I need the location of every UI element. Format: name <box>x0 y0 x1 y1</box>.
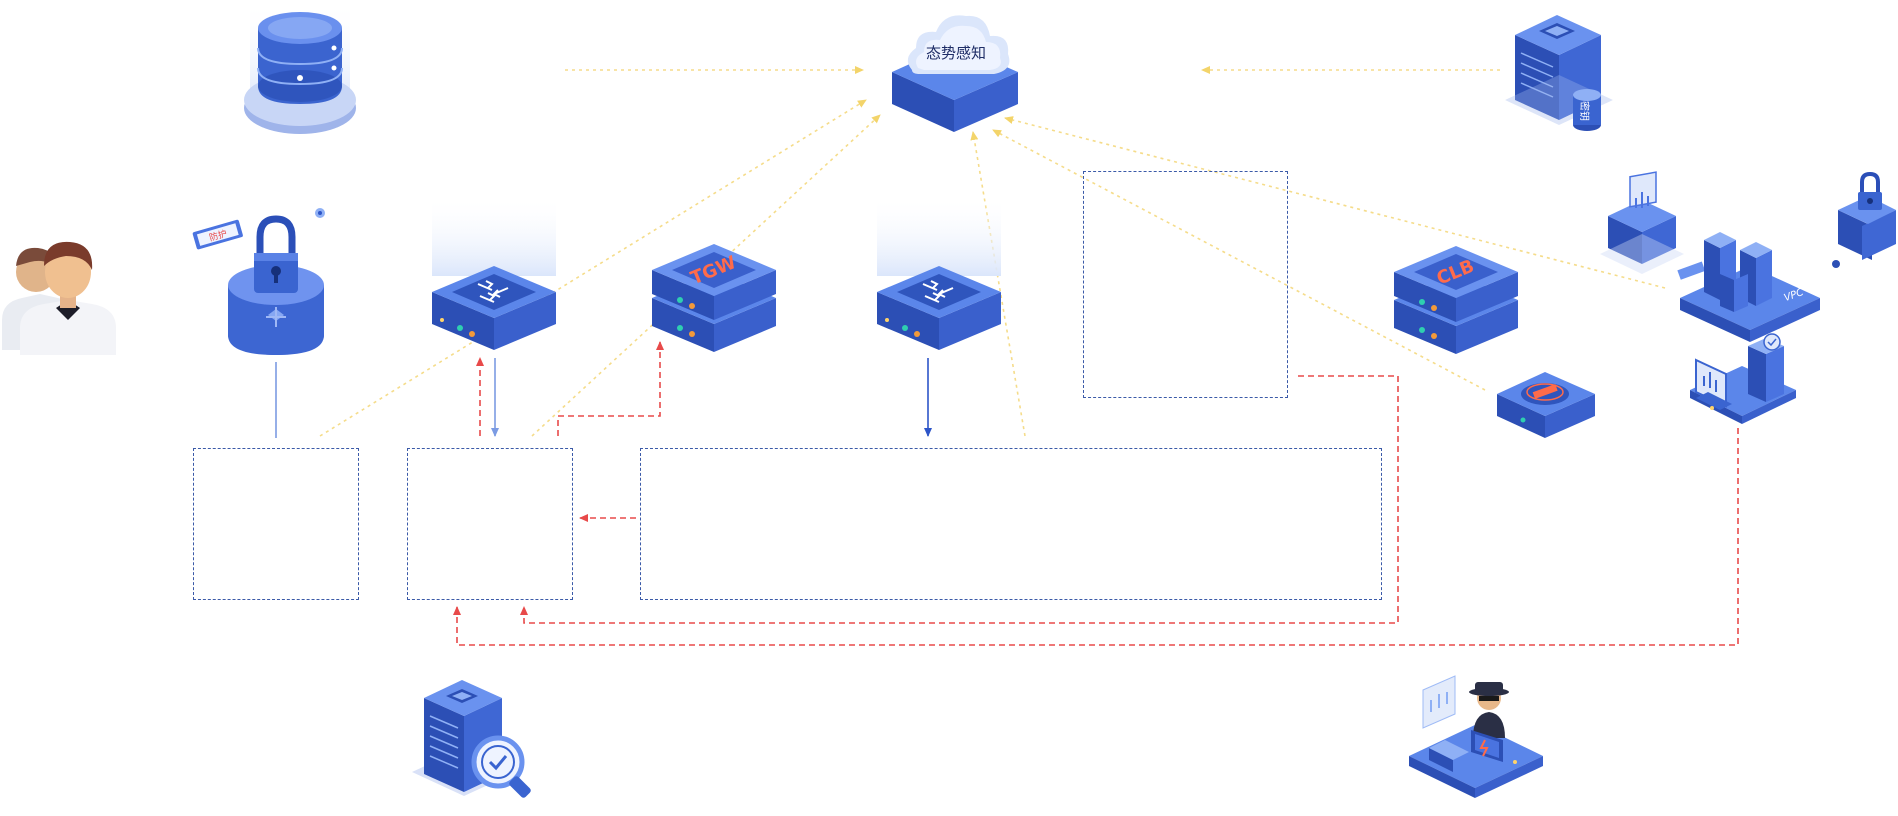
flow-big-box-to-cloud <box>970 131 1026 437</box>
vpc-network-cluster: VPC <box>1600 170 1896 430</box>
flow-mid-box-to-cloud <box>531 114 881 437</box>
audit-search-server <box>410 676 550 806</box>
red-up-to-tgw <box>557 341 664 436</box>
switch-device-1 <box>430 196 560 356</box>
attacker-hacker-icon <box>1405 668 1550 808</box>
main-zone-box <box>640 448 1382 600</box>
red-flows <box>453 341 1739 646</box>
key-vault-server: 密钥 <box>1505 5 1625 140</box>
cloud-label: 态势感知 <box>926 44 986 62</box>
flow-waf-to-cloud <box>992 129 1486 391</box>
tgw-gateway-device: TGW <box>650 228 780 358</box>
yellow-flows <box>319 66 1666 437</box>
switch-device-2 <box>875 196 1005 356</box>
users-icon <box>0 220 120 355</box>
ddos-protection-device <box>1495 350 1600 440</box>
upper-zone-box <box>1083 171 1288 398</box>
flow-vpc-to-cloud <box>1004 116 1666 289</box>
clb-load-balancer: CLB <box>1392 230 1522 360</box>
flow-left-box-to-cloud <box>319 99 867 437</box>
middle-zone-box <box>407 448 573 600</box>
database-icon <box>240 0 360 140</box>
left-zone-box <box>193 448 359 600</box>
lock-security-icon: 防护 <box>190 195 335 360</box>
situational-awareness-cloud: 态势感知 <box>890 8 1025 133</box>
vault-label: 密钥 <box>1578 101 1591 121</box>
